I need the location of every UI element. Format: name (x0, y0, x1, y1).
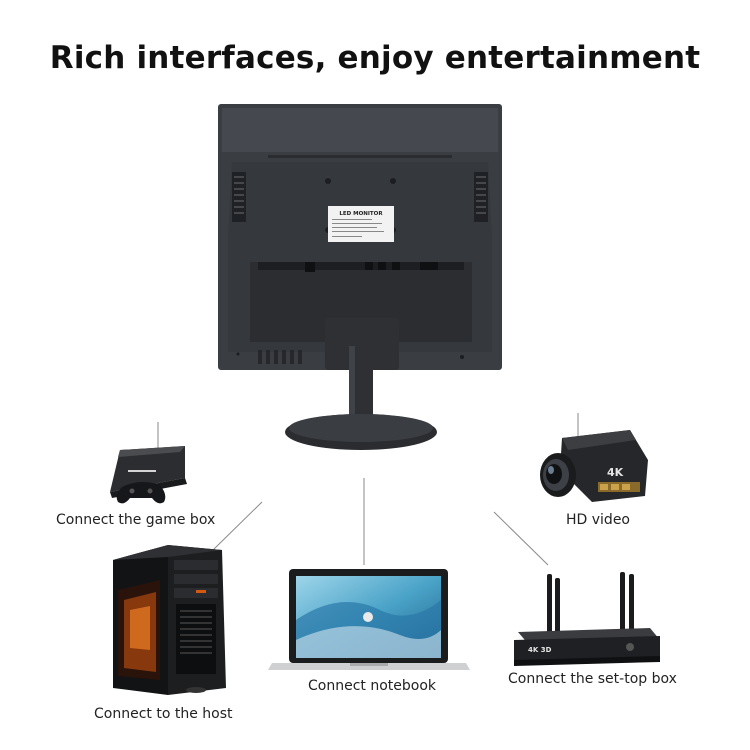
camcorder-badge: 4K (607, 466, 624, 479)
device-label-hd-video: HD video (566, 512, 630, 528)
set-top-box-badge: 4K 3D (528, 646, 552, 654)
device-label-notebook: Connect notebook (308, 678, 437, 694)
device-label-host: Connect to the host (94, 706, 233, 722)
monitor-sticker-title: LED MONITOR (339, 211, 383, 217)
device-label-game-box: Connect the game box (56, 512, 216, 528)
page-title: Rich interfaces, enjoy entertainment (49, 40, 701, 76)
device-label-set-top-box: Connect the set-top box (508, 671, 677, 687)
